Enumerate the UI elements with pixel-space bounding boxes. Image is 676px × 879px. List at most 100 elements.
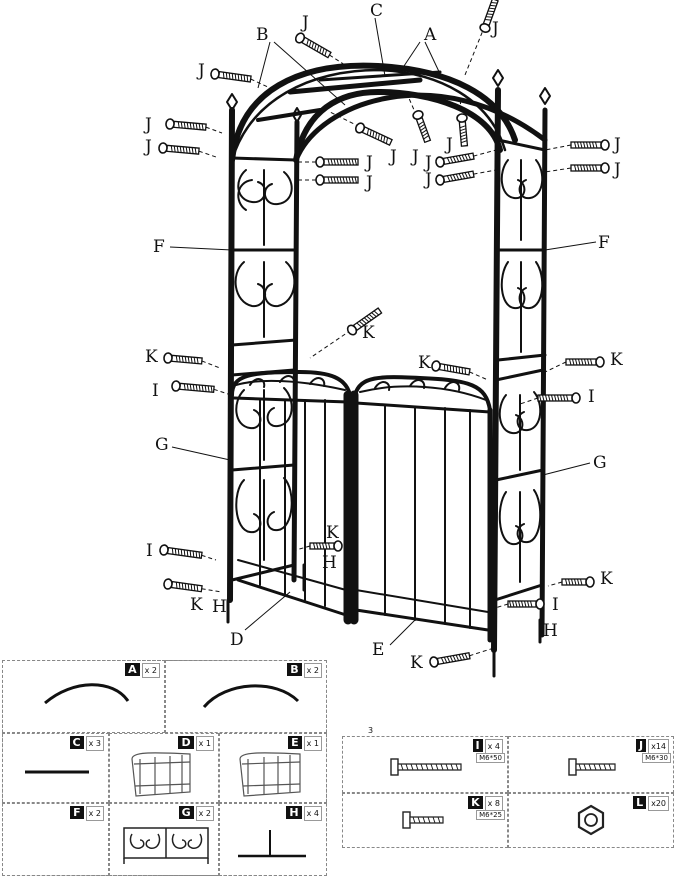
label-j: J — [410, 147, 419, 167]
arch-crossbar-2 — [318, 70, 442, 82]
dashed-leader-line — [205, 126, 223, 134]
dashed-leader-line — [544, 144, 572, 151]
arch-rail-a-icon — [44, 683, 130, 705]
part-h-qty: x 4 — [303, 806, 322, 821]
label-a: A — [423, 25, 437, 45]
bolt-j-callout: J — [294, 13, 346, 66]
label-c: C — [370, 1, 383, 21]
label-j: J — [196, 61, 205, 81]
page-marker: 3 — [368, 726, 374, 735]
label-h-right: H — [543, 621, 558, 641]
gate-e-icon — [239, 752, 301, 797]
label-j: J — [612, 135, 621, 155]
label-i: I — [152, 381, 159, 401]
side-panel-right-lower — [493, 368, 545, 602]
dashed-leader-line — [469, 371, 489, 381]
label-k: K — [362, 323, 375, 343]
arch-crossbar-1 — [287, 77, 423, 95]
post-left-back — [291, 119, 300, 583]
bolt-icon — [159, 544, 203, 559]
bolt-j-callout: J — [329, 111, 397, 167]
bolt-icon — [561, 576, 595, 588]
part-f-qty: x 2 — [85, 806, 104, 821]
bolt-k-callout: K — [544, 350, 623, 373]
dashed-leader-line — [544, 167, 572, 173]
bolt-j-callout: J — [444, 97, 469, 155]
label-j: J — [490, 19, 499, 39]
label-k: K — [600, 569, 613, 589]
bolt-j-callout: J — [423, 149, 497, 173]
bolt-i-callout: I — [519, 387, 595, 407]
hardware-k-id: K — [468, 796, 483, 809]
hardware-k-qty: x 8 — [484, 796, 503, 811]
label-j: J — [143, 115, 152, 135]
bolt-icon — [315, 174, 359, 186]
arch-rail-mid — [230, 68, 507, 162]
dashed-leader-line — [201, 554, 217, 561]
bolt-icon — [429, 652, 471, 668]
bolt-i-icon — [390, 758, 462, 776]
dashed-leader-line — [329, 111, 392, 143]
bolt-icon — [163, 352, 203, 365]
gate-d-icon — [131, 752, 191, 797]
hardware-i-spec: M6*50 — [476, 753, 505, 763]
arch-rail-outer — [229, 62, 518, 163]
label-k: K — [190, 595, 203, 615]
hardware-j-id: J — [635, 739, 647, 752]
hardware-i-qty: x 4 — [484, 739, 503, 754]
dashed-leader-line — [295, 545, 311, 551]
label-i: I — [552, 595, 559, 615]
part-e-id: E — [288, 736, 302, 749]
dashed-leader-line — [469, 647, 495, 657]
bolt-k-callout: K — [410, 647, 495, 673]
part-a-id: A — [125, 663, 140, 676]
arch-rail-b-icon — [202, 684, 300, 708]
bolt-k-callout: K — [309, 307, 383, 359]
part-b-id: B — [287, 663, 302, 676]
bolt-icon — [456, 113, 469, 147]
dashed-leader-line — [519, 397, 539, 405]
bolt-k-callout: K — [547, 569, 613, 589]
part-d-qty: x 1 — [195, 736, 214, 751]
finial-right-back — [539, 87, 551, 105]
post-right-front — [491, 87, 501, 653]
finial-right-front — [492, 69, 504, 87]
label-g-right: G — [593, 453, 607, 473]
bolt-icon — [294, 32, 332, 59]
part-g-qty: x 2 — [195, 806, 214, 821]
hardware-l-id: L — [633, 796, 647, 809]
label-b: B — [256, 25, 269, 45]
side-panel-g-icon — [123, 827, 209, 864]
label-f-right: F — [598, 233, 610, 253]
dashed-leader-line — [250, 78, 271, 89]
bolt-icon — [565, 356, 605, 368]
bolt-i-callout: I — [152, 380, 229, 401]
bolt-icon — [507, 598, 545, 610]
bolt-icon — [435, 170, 475, 186]
part-c-qty: x 3 — [85, 736, 104, 751]
dashed-leader-line — [329, 54, 346, 66]
dashed-leader-line — [473, 149, 497, 157]
bolt-j-callout: J — [296, 173, 373, 193]
label-j: J — [423, 170, 432, 190]
bolt-icon — [315, 156, 359, 168]
label-j: J — [364, 173, 373, 193]
dashed-leader-line — [544, 361, 567, 373]
label-k: K — [326, 523, 339, 543]
part-h-id: H — [286, 806, 302, 819]
hardware-k-spec: M6*25 — [476, 810, 505, 820]
label-k: K — [145, 347, 158, 367]
bolt-icon — [163, 578, 203, 593]
bolt-icon — [165, 118, 207, 131]
finial-left-front — [226, 93, 238, 111]
bolt-icon — [210, 68, 252, 83]
dashed-leader-line — [201, 588, 223, 593]
